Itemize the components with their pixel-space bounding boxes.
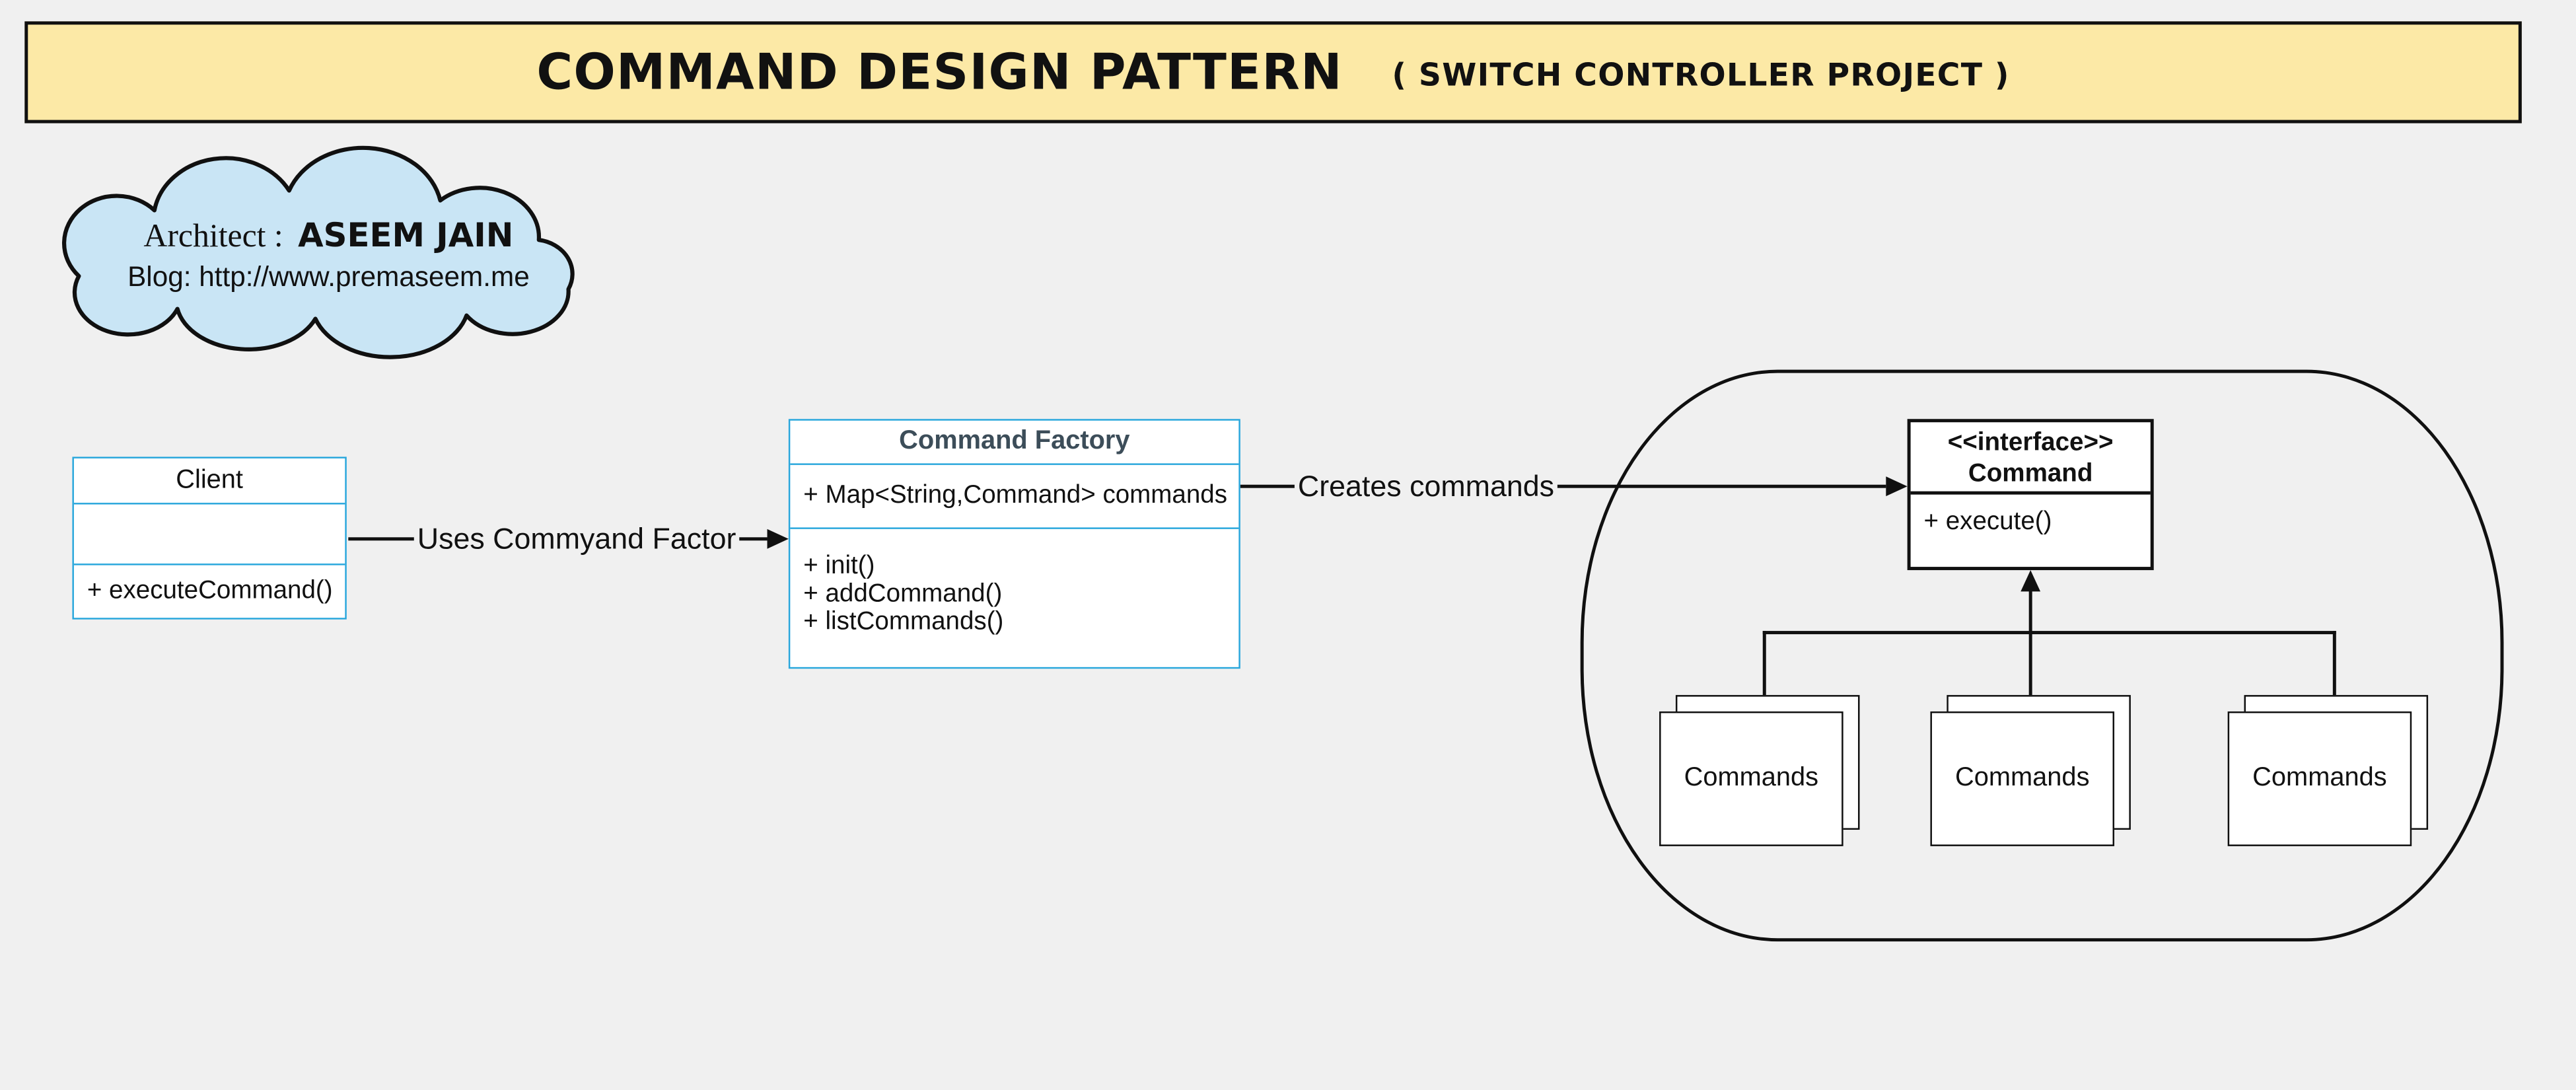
- creates-edge-label: Creates commands: [1297, 469, 1555, 502]
- client-attributes-compartment: [73, 503, 345, 565]
- command-interface-box: <<interface>> Command + execute(): [1907, 419, 2154, 571]
- uses-edge-label: Uses Commyand Factor: [417, 521, 736, 555]
- commands-card: Commands: [2227, 711, 2412, 846]
- architect-line: Architect : ASEEM JAIN: [143, 215, 513, 256]
- blog-url: Blog: http://www.premaseem.me: [127, 261, 530, 293]
- arrowhead-up-icon: [2020, 570, 2040, 592]
- arrowhead-right-icon: [1886, 476, 1908, 497]
- uses-edge-line: [739, 536, 768, 541]
- architect-name: ASEEM JAIN: [298, 215, 514, 255]
- commands-card: Commands: [1930, 711, 2115, 846]
- title-banner: COMMAND DESIGN PATTERN ( SWITCH CONTROLL…: [24, 21, 2522, 124]
- command-factory-title: Command Factory: [899, 427, 1130, 455]
- uses-edge: Uses Commyand Factor: [348, 521, 789, 555]
- connector-drop-left: [1762, 631, 1767, 697]
- command-factory-methods: + init() + addCommand() + listCommands(): [790, 529, 1238, 667]
- command-interface-header: <<interface>> Command: [1910, 422, 2151, 495]
- cloud-text: Architect : ASEEM JAIN Blog: http://www.…: [43, 171, 615, 332]
- interface-method: + execute(): [1923, 507, 2052, 536]
- creates-edge-line: [1240, 484, 1295, 489]
- command-factory-class-box: Command Factory + Map<String,Command> co…: [788, 419, 1240, 669]
- client-method: + executeCommand(): [87, 577, 333, 605]
- connector-drop-right: [2332, 631, 2337, 697]
- commands-card: Commands: [1659, 711, 1843, 846]
- uses-edge-line: [348, 536, 414, 541]
- client-class-title: Client: [176, 466, 243, 494]
- architect-cloud: Architect : ASEEM JAIN Blog: http://www.…: [43, 145, 615, 359]
- commands-stack: Commands: [1659, 695, 1860, 846]
- cloud-shape-icon: [61, 145, 575, 359]
- banner-subtitle: ( SWITCH CONTROLLER PROJECT ): [1392, 57, 2010, 94]
- factory-method: + addCommand(): [803, 579, 1003, 608]
- factory-method: + listCommands(): [803, 608, 1004, 636]
- interface-stereotype: <<interface>>: [1947, 429, 2114, 457]
- architect-label: Architect :: [143, 218, 283, 255]
- client-class-box: Client + executeCommand(): [72, 456, 347, 620]
- commands-container-boundary: [1580, 369, 2504, 942]
- interface-title: Command: [1968, 460, 2093, 488]
- arrowhead-right-icon: [767, 528, 789, 549]
- command-factory-attribute: + Map<String,Command> commands: [790, 463, 1239, 529]
- commands-stack: Commands: [2227, 695, 2429, 846]
- inheritance-line: [2028, 588, 2033, 697]
- factory-method: + init(): [803, 552, 875, 580]
- banner-title: COMMAND DESIGN PATTERN: [536, 43, 1343, 101]
- connector-horizontal-line: [1762, 631, 2336, 635]
- commands-stack: Commands: [1930, 695, 2131, 846]
